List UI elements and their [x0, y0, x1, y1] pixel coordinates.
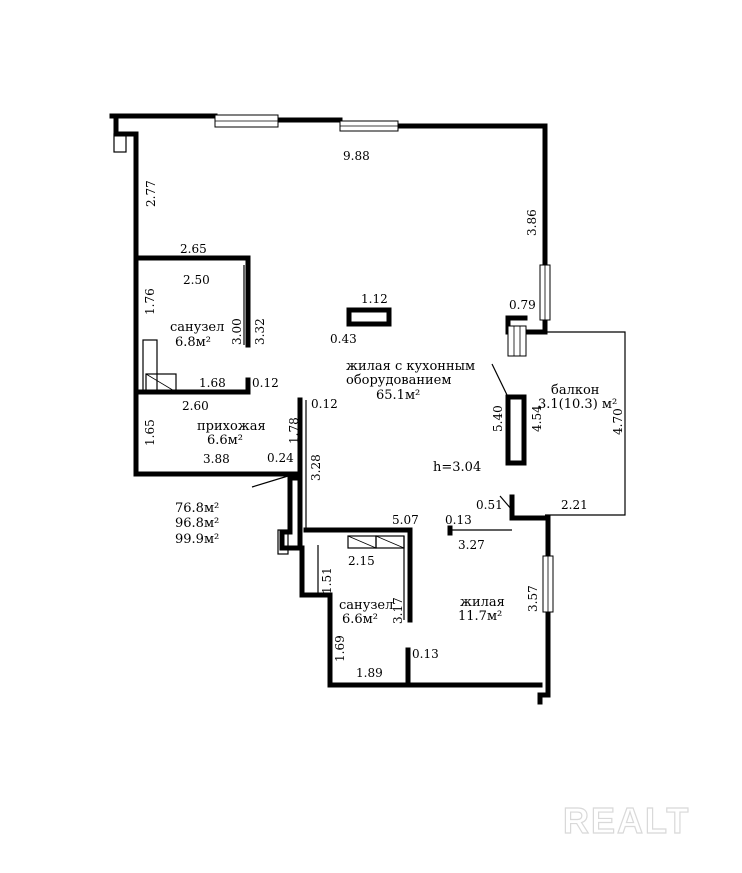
- dim-bath1-height: 3.00: [230, 318, 244, 345]
- dim-bath2-top: 5.07: [392, 513, 419, 527]
- dim-lower-left: 1.69: [333, 635, 347, 662]
- totals: 76.8м² 96.8м² 99.9м²: [175, 501, 219, 547]
- windows: [214, 114, 554, 613]
- dim-balcony-side: 2.21: [561, 498, 588, 512]
- room-labels: жилая с кухонным оборудованием 65.1м² са…: [170, 320, 617, 627]
- dim-top-wall: 9.88: [343, 149, 370, 163]
- bedroom-area: 11.7м²: [458, 609, 502, 624]
- dim-wall-0-13-a: 0.13: [445, 513, 472, 527]
- bath2-name: санузел: [339, 598, 393, 613]
- balcony-door: [507, 325, 527, 357]
- living-name-line1: жилая с кухонным: [346, 359, 475, 374]
- dim-column-width: 1.12: [361, 292, 388, 306]
- dim-wall-0-51: 0.51: [476, 498, 503, 512]
- total-3: 99.9м²: [175, 532, 219, 547]
- dim-bedroom-top: 3.27: [458, 538, 485, 552]
- dim-bath2-height: 3.17: [391, 597, 405, 624]
- bath1-name: санузел: [170, 320, 224, 335]
- dim-balcony-inner: 4.54: [530, 405, 544, 432]
- riser: [277, 529, 289, 555]
- dim-partition-2-65: 2.65: [180, 242, 207, 256]
- dim-wall-0-12-b: 0.12: [311, 397, 338, 411]
- hall-name: прихожая: [197, 419, 266, 434]
- dim-bath1-bottom: 1.68: [199, 376, 226, 390]
- dim-bedroom-right: 3.57: [526, 585, 540, 612]
- dim-column-depth: 0.43: [330, 332, 357, 346]
- shaft-top-left: [113, 133, 127, 153]
- dim-bath1-height-outer: 3.32: [253, 318, 267, 345]
- balcony-outline: [545, 331, 626, 516]
- bath1-shaft: [142, 339, 158, 393]
- watermark-logo: REALT: [563, 800, 690, 841]
- interior-walls: [133, 255, 527, 688]
- dim-hall-left: 1.65: [143, 419, 157, 446]
- dim-bath2-width: 2.15: [348, 554, 375, 568]
- dim-wall-0-24: 0.24: [267, 451, 294, 465]
- dim-hall-right: 1.78: [287, 417, 301, 444]
- fixtures: [142, 339, 513, 555]
- dim-bath2-left: 1.51: [320, 567, 334, 594]
- dim-hall-bottom: 3.88: [203, 452, 230, 466]
- dim-hall-width: 2.60: [182, 399, 209, 413]
- dimension-labels-vertical: 2.77 3.86 1.76 3.00 3.32 1.65 1.78 3.28 …: [143, 180, 625, 662]
- dim-balcony-opening: 5.40: [491, 405, 505, 432]
- balcony-wall: [505, 394, 527, 466]
- dim-corridor-3-28: 3.28: [309, 454, 323, 481]
- dim-bath1-left: 1.76: [143, 288, 157, 315]
- dim-wall-0-12-a: 0.12: [252, 376, 279, 390]
- dim-bath1-width: 2.50: [183, 273, 210, 287]
- dim-wall-0-13-b: 0.13: [412, 647, 439, 661]
- ceiling-height: h=3.04: [433, 460, 481, 475]
- bath2-area: 6.6м²: [342, 612, 378, 627]
- bath2-vent-2: [375, 535, 405, 549]
- hall-area: 6.6м²: [207, 433, 243, 448]
- dimension-labels: 9.88 0.79 2.65 2.50 1.12 0.43 1.68 0.12 …: [180, 149, 588, 680]
- balcony-name: балкон: [551, 383, 599, 398]
- dim-lower-bottom: 1.89: [356, 666, 383, 680]
- total-2: 96.8м²: [175, 516, 219, 531]
- dim-left-upper: 2.77: [144, 180, 158, 207]
- column: [346, 307, 392, 327]
- balcony-area: 3.1(10.3) м²: [538, 397, 617, 412]
- living-area: 65.1м²: [376, 388, 420, 403]
- bath1-area: 6.8м²: [175, 335, 211, 350]
- bath1-vent: [145, 373, 177, 393]
- dim-right-upper: 3.86: [525, 209, 539, 236]
- dim-pier-0-79: 0.79: [509, 298, 536, 312]
- total-1: 76.8м²: [175, 501, 219, 516]
- dim-balcony-outer: 4.70: [611, 408, 625, 435]
- bedroom-name: жилая: [460, 595, 505, 610]
- living-name-line2: оборудованием: [346, 373, 452, 388]
